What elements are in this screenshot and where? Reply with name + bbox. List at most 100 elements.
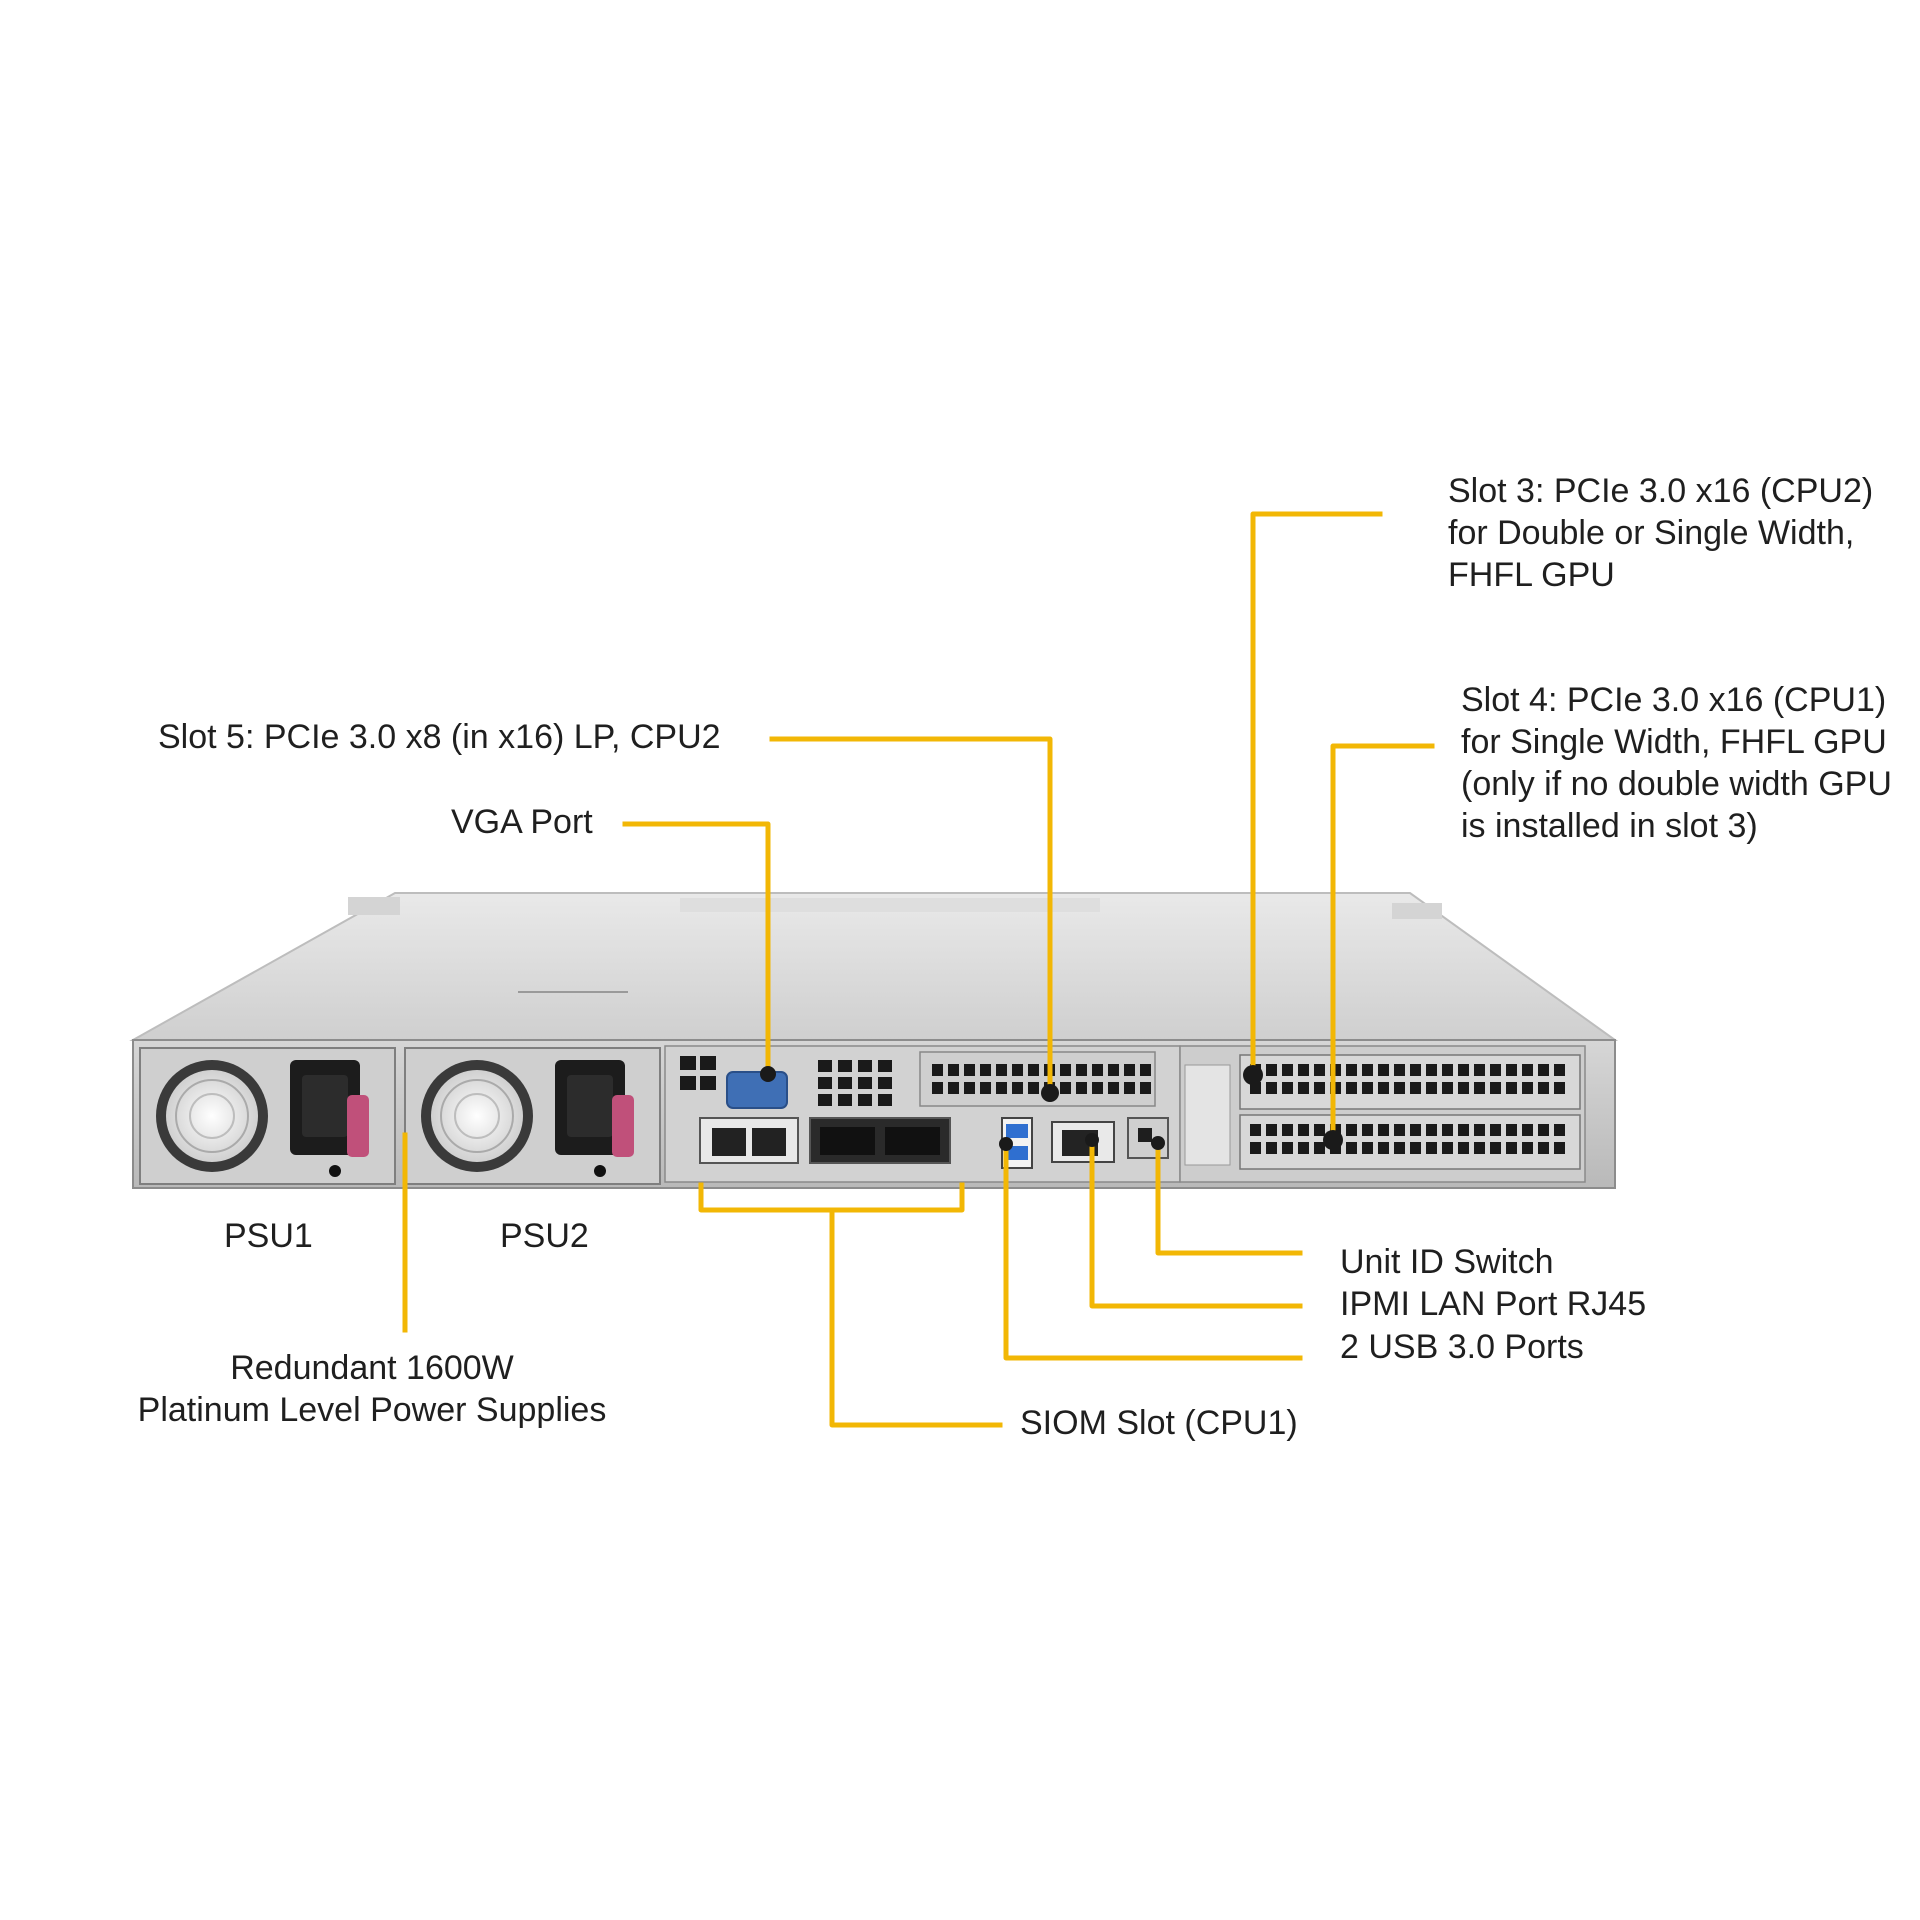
- vent-hole: [1346, 1064, 1357, 1076]
- vent-hole: [838, 1094, 852, 1106]
- leader-dot-ipmi: [1085, 1133, 1099, 1147]
- label-slot5: Slot 5: PCIe 3.0 x8 (in x16) LP, CPU2: [158, 718, 721, 756]
- vent-hole: [858, 1060, 872, 1072]
- vent-hole: [1410, 1082, 1421, 1094]
- io-upper-grille: [818, 1060, 892, 1106]
- label-usb-ports: 2 USB 3.0 Ports: [1340, 1328, 1584, 1366]
- leader-siom: [829, 1207, 1003, 1428]
- leader-dot-unit-id: [1151, 1136, 1165, 1150]
- vent-hole: [1282, 1124, 1293, 1136]
- vent-hole: [1458, 1124, 1469, 1136]
- vent-hole: [1490, 1064, 1501, 1076]
- vent-hole: [1378, 1142, 1389, 1154]
- top-vent-strip: [680, 898, 1100, 912]
- vent-hole: [1378, 1064, 1389, 1076]
- psu2-release-tab: [612, 1095, 634, 1157]
- vent-hole: [1140, 1082, 1151, 1094]
- vent-hole: [1442, 1064, 1453, 1076]
- leader-vga: [622, 821, 771, 1077]
- vent-hole: [1522, 1064, 1533, 1076]
- vent-hole: [1028, 1082, 1039, 1094]
- vent-hole: [1458, 1064, 1469, 1076]
- vent-hole: [1538, 1082, 1549, 1094]
- label-power-line2: Platinum Level Power Supplies: [137, 1391, 607, 1429]
- vent-hole: [1554, 1124, 1565, 1136]
- label-siom-slot: SIOM Slot (CPU1): [1020, 1404, 1298, 1442]
- vent-hole: [1250, 1124, 1261, 1136]
- vent-hole: [980, 1082, 991, 1094]
- vga-port-icon: [726, 1071, 788, 1109]
- vent-hole: [1108, 1064, 1119, 1076]
- vent-hole: [1140, 1064, 1151, 1076]
- vent-hole: [1298, 1064, 1309, 1076]
- label-slot4-line1: Slot 4: PCIe 3.0 x16 (CPU1): [1461, 681, 1887, 719]
- leader-dot-usb: [999, 1137, 1013, 1151]
- vent-hole: [1108, 1082, 1119, 1094]
- vent-hole: [1506, 1124, 1517, 1136]
- vent-hole: [878, 1077, 892, 1089]
- vent-hole: [1076, 1082, 1087, 1094]
- vent-hole: [1506, 1064, 1517, 1076]
- slot5-bracket: [919, 1051, 1156, 1107]
- label-slot3-line1: Slot 3: PCIe 3.0 x16 (CPU2): [1448, 472, 1874, 510]
- vent-hole: [1282, 1082, 1293, 1094]
- vent-hole: [1522, 1082, 1533, 1094]
- vent-hole: [1076, 1064, 1087, 1076]
- vent-hole: [1124, 1082, 1135, 1094]
- leader-slot4: [1330, 743, 1435, 1143]
- label-slot3-line3: FHFL GPU: [1448, 556, 1615, 594]
- vent-hole: [1522, 1124, 1533, 1136]
- leader-unit-id: [1155, 1140, 1303, 1256]
- vent-hole: [1124, 1064, 1135, 1076]
- vent-hole: [1474, 1124, 1485, 1136]
- vent-hole: [1490, 1142, 1501, 1154]
- vent-hole: [1012, 1082, 1023, 1094]
- vent-hole: [1092, 1064, 1103, 1076]
- leader-dot-slot4: [1323, 1130, 1343, 1150]
- vent-hole: [948, 1064, 959, 1076]
- label-psu1: PSU1: [224, 1217, 313, 1255]
- vent-hole: [1266, 1064, 1277, 1076]
- vent-hole: [1522, 1142, 1533, 1154]
- vent-hole: [1490, 1124, 1501, 1136]
- vent-hole: [858, 1077, 872, 1089]
- vent-hole: [1426, 1082, 1437, 1094]
- vent-hole: [996, 1064, 1007, 1076]
- vent-hole: [1362, 1124, 1373, 1136]
- vent-hole: [1298, 1124, 1309, 1136]
- vent-hole: [838, 1077, 852, 1089]
- vent-hole: [1410, 1064, 1421, 1076]
- label-power-supplies: Redundant 1600W Platinum Level Power Sup…: [127, 1347, 617, 1431]
- vent-hole: [1250, 1142, 1261, 1154]
- vent-hole: [932, 1064, 943, 1076]
- vent-hole: [1554, 1142, 1565, 1154]
- vent-hole: [980, 1064, 991, 1076]
- vent-hole: [1012, 1064, 1023, 1076]
- vent-hole: [948, 1082, 959, 1094]
- leader-dot-slot5: [1041, 1084, 1059, 1102]
- vent-hole: [1394, 1082, 1405, 1094]
- vent-hole: [1458, 1082, 1469, 1094]
- vent-hole: [1538, 1142, 1549, 1154]
- label-psu2: PSU2: [500, 1217, 589, 1255]
- vent-hole: [1346, 1142, 1357, 1154]
- label-slot4-line3: (only if no double width GPU: [1461, 765, 1892, 803]
- leader-ipmi: [1089, 1137, 1303, 1309]
- vent-hole: [1442, 1142, 1453, 1154]
- vent-hole: [1458, 1142, 1469, 1154]
- vent-hole: [1554, 1082, 1565, 1094]
- vent-hole: [1314, 1142, 1325, 1154]
- vent-hole: [1298, 1082, 1309, 1094]
- label-slot4-line4: is installed in slot 3): [1461, 807, 1758, 845]
- vent-hole: [1538, 1124, 1549, 1136]
- vent-hole: [1538, 1064, 1549, 1076]
- label-unit-id-switch: Unit ID Switch: [1340, 1243, 1554, 1281]
- vent-hole: [1362, 1082, 1373, 1094]
- vent-hole: [1282, 1142, 1293, 1154]
- vent-hole: [1282, 1064, 1293, 1076]
- vent-hole: [1442, 1082, 1453, 1094]
- leader-dot-vga: [760, 1066, 776, 1082]
- vent-hole: [1266, 1124, 1277, 1136]
- vent-hole: [1314, 1124, 1325, 1136]
- vent-hole: [1346, 1124, 1357, 1136]
